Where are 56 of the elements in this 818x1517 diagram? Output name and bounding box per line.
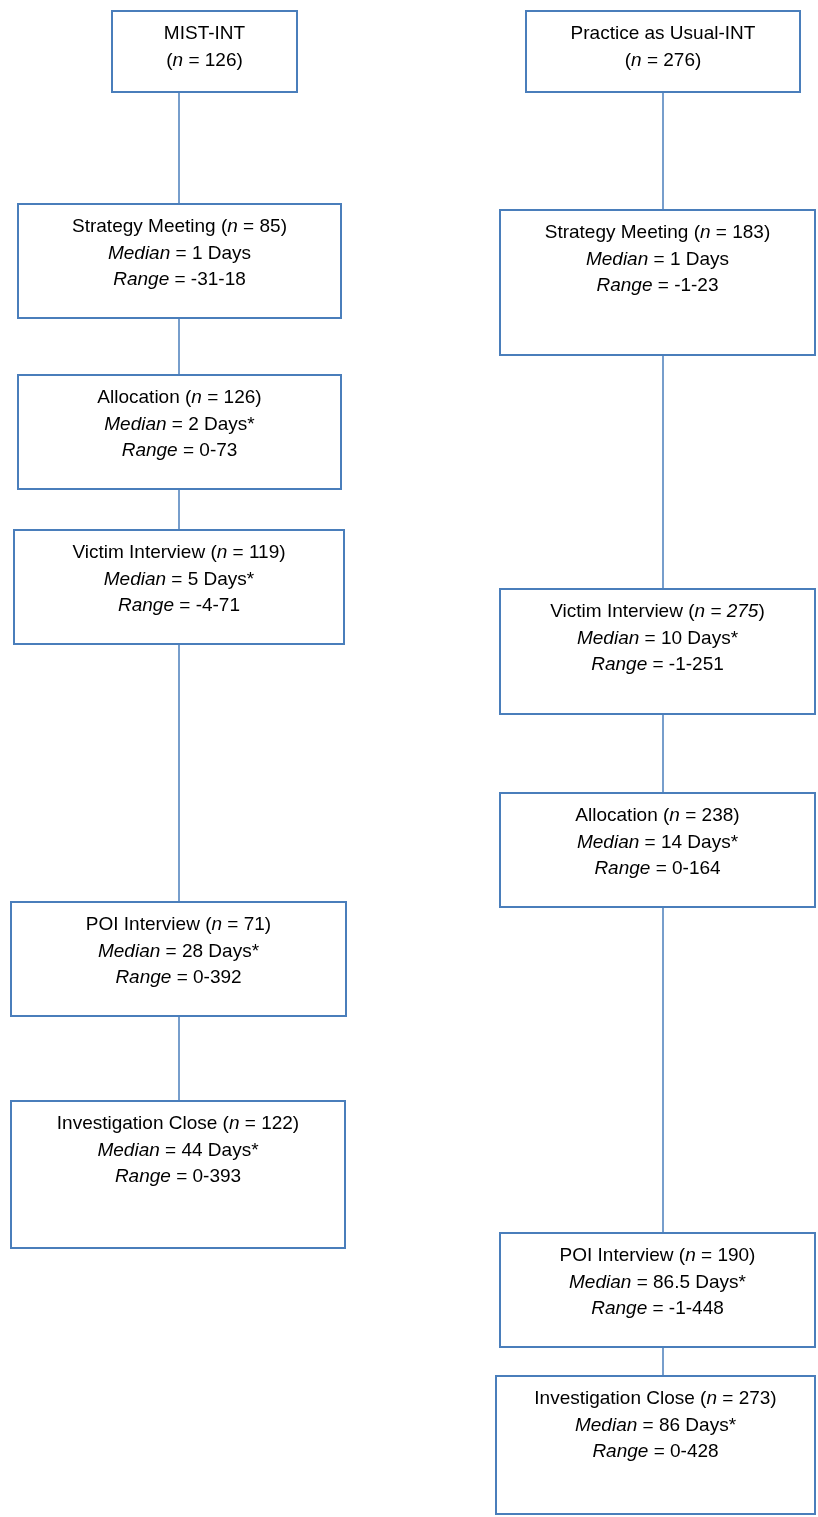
box-text: Range = -1-251 [591, 652, 724, 677]
process-box [499, 1232, 816, 1348]
box-heading: Investigation Close (n = 122) [56, 1111, 300, 1135]
box-text: Median = 5 Days* [103, 566, 255, 591]
process-box [499, 792, 816, 908]
box-text: Median = 1 Days [585, 246, 730, 271]
box-text: Range = 0-164 [594, 856, 721, 881]
box-text: Range = -4-71 [118, 593, 240, 618]
box-heading: Allocation (n = 126) [97, 385, 262, 409]
box-heading: Investigation Close (n = 273) [534, 1386, 777, 1410]
process-box [10, 901, 347, 1017]
connector-line [178, 489, 180, 530]
box-text: (n = 276) [624, 47, 702, 72]
box-text: Range = -1-448 [591, 1296, 724, 1321]
box-text: Median = 28 Days* [97, 938, 260, 963]
process-box [499, 588, 816, 715]
box-text: Median = 86 Days* [574, 1412, 737, 1437]
process-box [10, 1100, 346, 1249]
process-box [17, 374, 342, 490]
box-text: Median = 86.5 Days* [569, 1269, 746, 1294]
connector-line [662, 1347, 664, 1376]
box-text: Range = 0-393 [114, 1164, 242, 1189]
process-box [525, 10, 801, 93]
box-heading: MIST-INT [163, 21, 246, 45]
box-heading: Strategy Meeting (n = 183) [544, 220, 771, 244]
box-heading: Allocation (n = 238) [575, 803, 740, 827]
connector-line [662, 92, 664, 210]
box-heading: Strategy Meeting (n = 85) [72, 214, 287, 238]
connector-line [662, 714, 664, 793]
box-text: (n = 126) [166, 47, 243, 72]
box-text: Range = 0-428 [592, 1439, 719, 1464]
box-text: Range = 0-73 [121, 438, 238, 463]
process-box [111, 10, 298, 93]
process-box [495, 1375, 816, 1515]
box-heading: POI Interview (n = 71) [85, 912, 272, 936]
box-text: Range = -1-23 [596, 273, 719, 298]
box-text: Median = 14 Days* [576, 829, 739, 854]
box-text: Median = 44 Days* [97, 1137, 259, 1162]
process-box [17, 203, 342, 319]
box-heading: Victim Interview (n = 275) [550, 599, 765, 623]
box-text: Median = 2 Days* [104, 411, 255, 436]
process-box [13, 529, 345, 645]
box-heading: Victim Interview (n = 119) [72, 540, 286, 564]
box-text: Median = 10 Days* [576, 625, 739, 650]
connector-line [178, 92, 180, 204]
connector-line [178, 1016, 180, 1101]
connector-line [178, 318, 180, 375]
connector-line [662, 907, 664, 1233]
box-heading: Practice as Usual-INT [570, 21, 756, 45]
process-box [499, 209, 816, 356]
box-text: Range = 0-392 [115, 965, 242, 990]
box-text: Range = -31-18 [113, 267, 246, 292]
box-heading: POI Interview (n = 190) [559, 1243, 756, 1267]
connector-line [178, 644, 180, 902]
connector-line [662, 355, 664, 589]
box-text: Median = 1 Days [107, 240, 252, 265]
